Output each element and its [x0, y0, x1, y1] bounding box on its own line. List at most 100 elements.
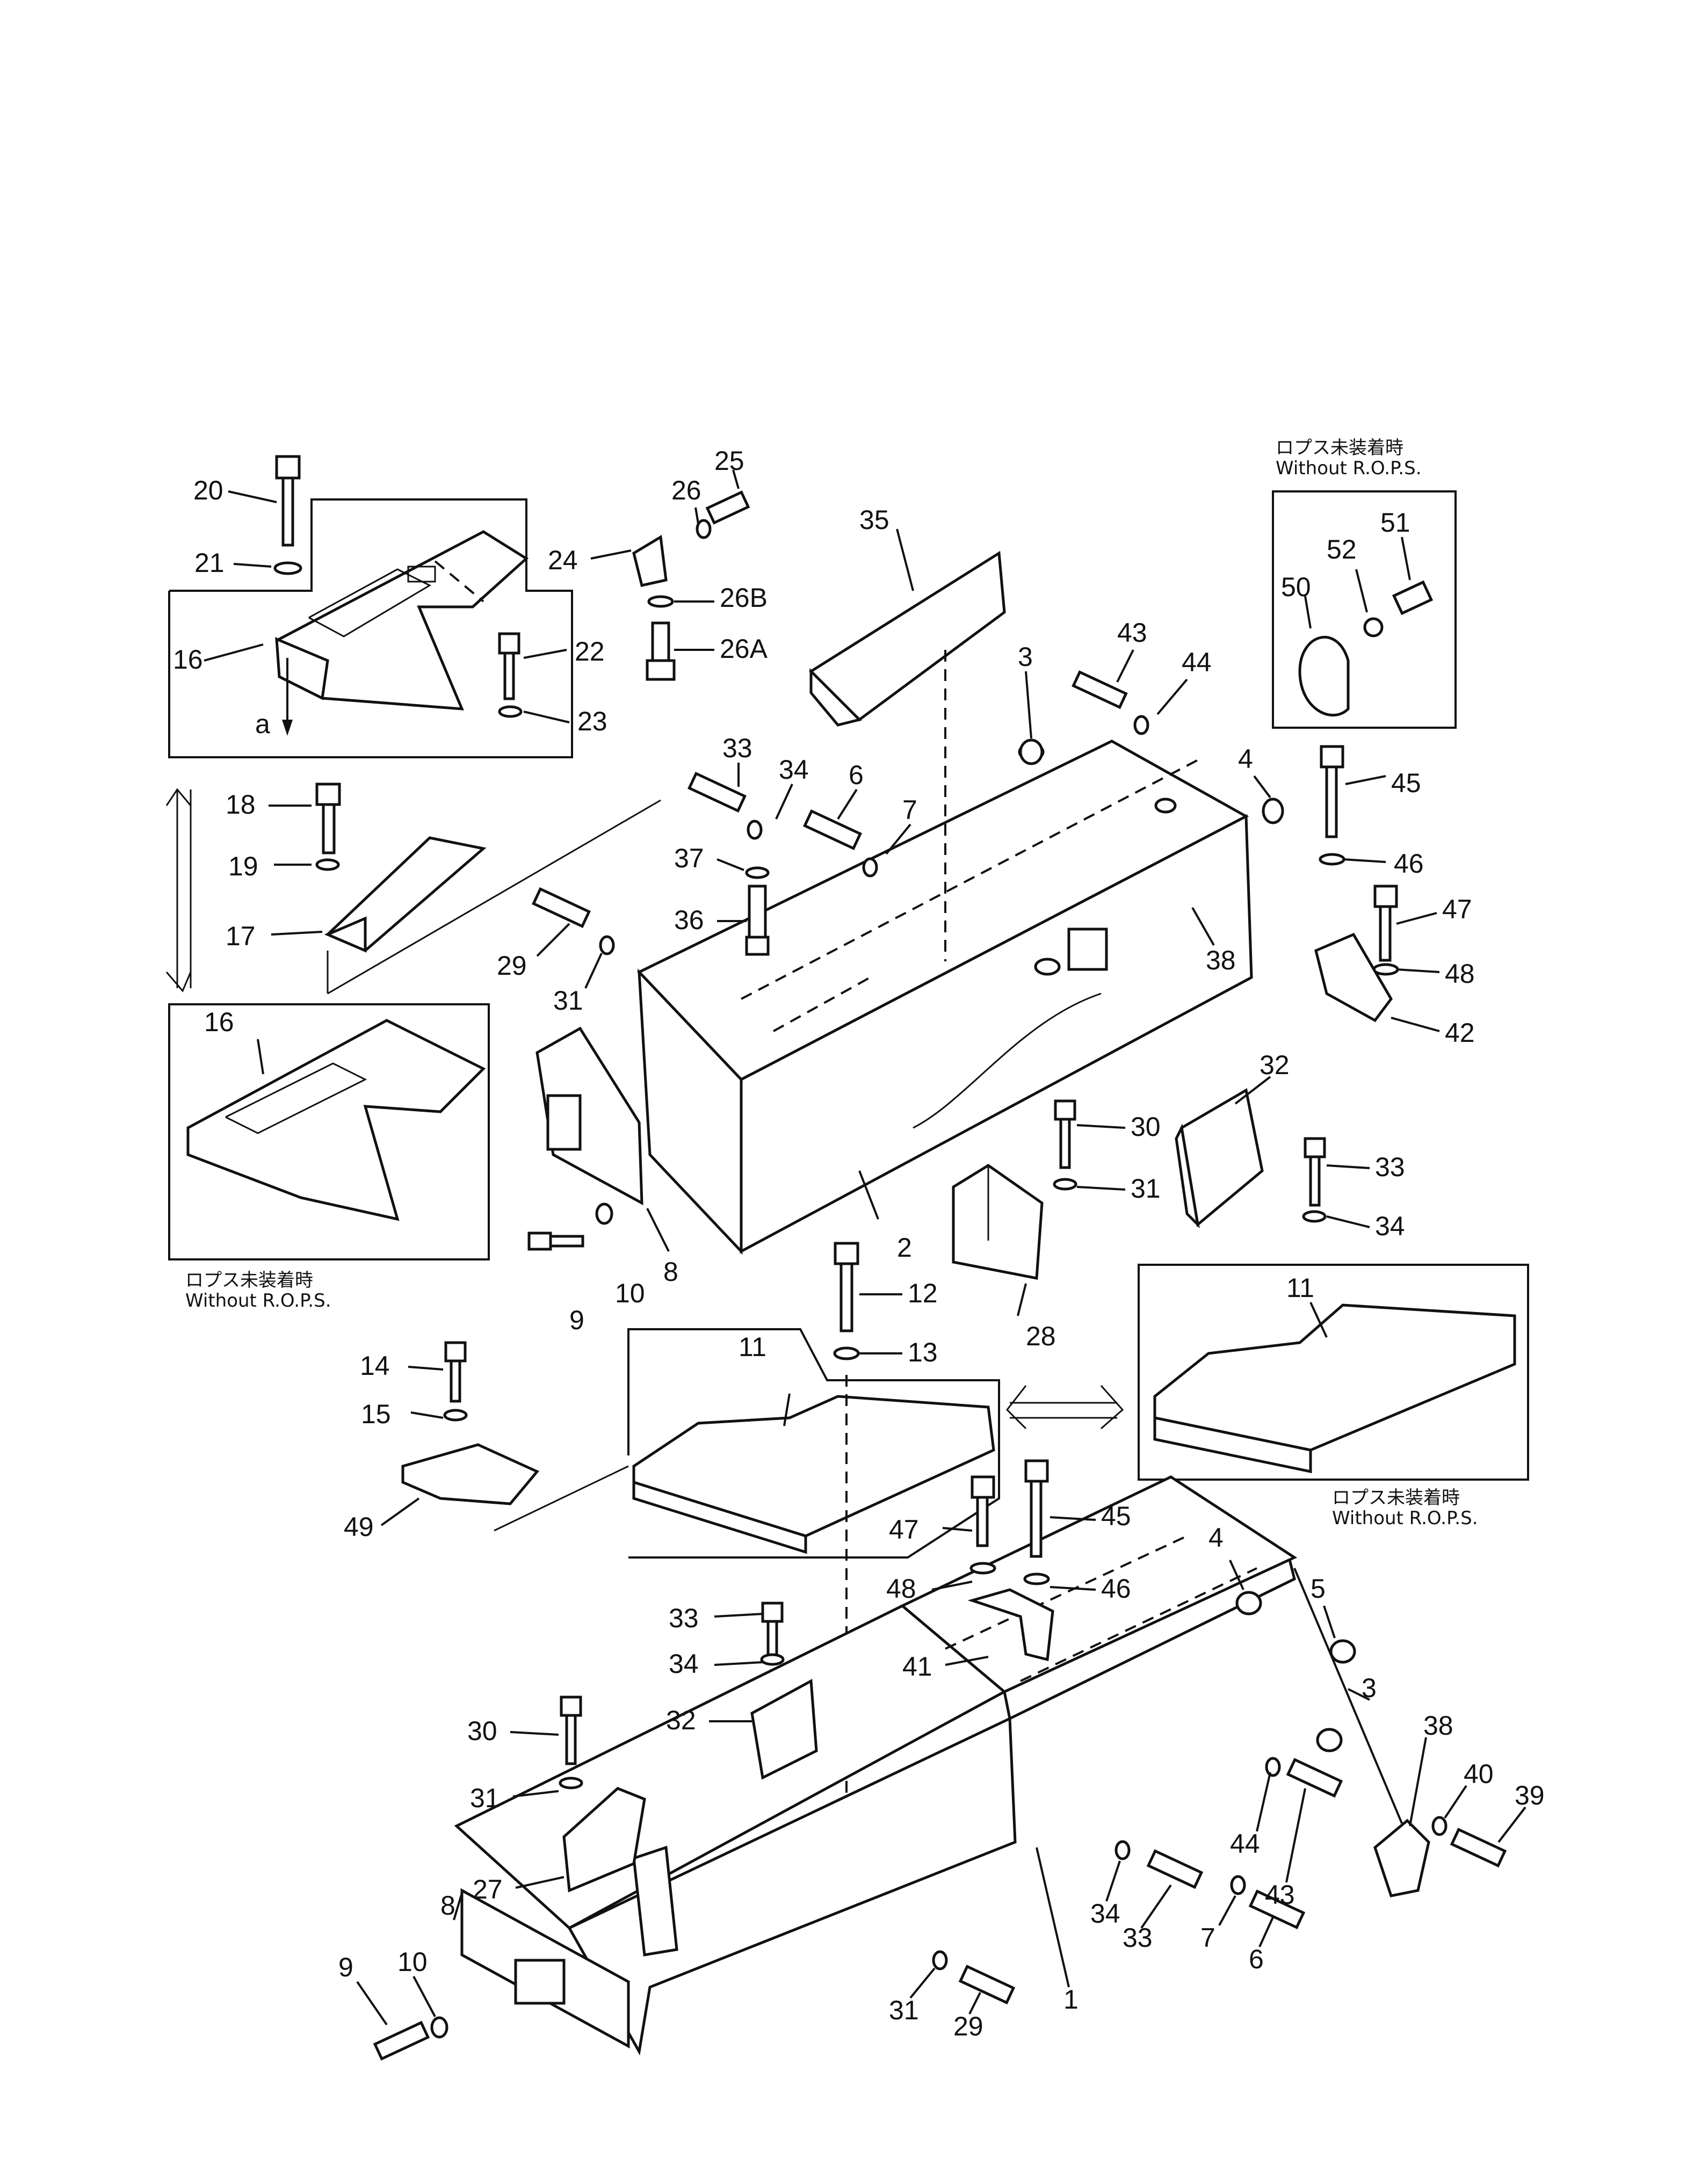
front-cover-8-upper: [527, 1026, 643, 1251]
inset-floor-plate-no-rops: [168, 1003, 490, 1260]
inset-floor-plate-top: [168, 498, 573, 758]
label-11: 11: [739, 1332, 766, 1362]
label-51: 51: [1380, 508, 1410, 538]
label-4-b: 4: [1208, 1523, 1224, 1553]
bolts-45-47-lower: [969, 1459, 1050, 1585]
label-43: 43: [1117, 618, 1147, 648]
label-10-b: 10: [397, 1947, 428, 1977]
bolt-20: [273, 455, 302, 575]
label-43-b: 43: [1265, 1880, 1295, 1910]
leader-lines: [204, 469, 1526, 2026]
label-16-inset: 16: [204, 1007, 234, 1037]
label-33-c: 33: [669, 1603, 699, 1633]
label-31-c: 31: [470, 1783, 500, 1813]
bracket-42-group: [1314, 745, 1399, 1023]
lower-bolts-group: [932, 1840, 1306, 2005]
label-10: 10: [615, 1278, 645, 1308]
label-33-d: 33: [1123, 1923, 1153, 1953]
label-32-b: 32: [666, 1705, 696, 1735]
label-46-b: 46: [1101, 1574, 1131, 1604]
label-39: 39: [1515, 1780, 1545, 1810]
label-26: 26: [671, 475, 701, 505]
label-31-d: 31: [889, 1995, 919, 2025]
label-8: 8: [663, 1257, 678, 1287]
label-38-b: 38: [1423, 1711, 1453, 1741]
label-22: 22: [575, 636, 605, 666]
label-26B: 26B: [720, 583, 768, 613]
label-7-b: 7: [1200, 1923, 1215, 1953]
bracket-32-lower: [750, 1602, 818, 1780]
bolt-22: [498, 632, 523, 718]
alternative-double-arrow-left: [165, 788, 192, 992]
cover-17-group: [315, 782, 487, 953]
label-47-b: 47: [889, 1515, 919, 1545]
label-15: 15: [361, 1399, 391, 1429]
label-21: 21: [194, 548, 225, 578]
label-13: 13: [908, 1337, 938, 1367]
shelf-35: [809, 550, 1006, 961]
label-30-b: 30: [467, 1716, 497, 1746]
label-17: 17: [226, 921, 256, 951]
label-9: 9: [569, 1305, 584, 1335]
label-18: 18: [226, 789, 256, 820]
label-27: 27: [473, 1874, 503, 1904]
label-35: 35: [859, 505, 889, 535]
view-label-a: a: [255, 709, 270, 739]
label-14: 14: [360, 1351, 390, 1381]
bolts-upper-right: [1053, 1099, 1327, 1223]
bracket-41: [967, 1588, 1054, 1662]
inset-note-en-1: Without R.O.P.S.: [185, 1290, 331, 1312]
label-1: 1: [1063, 1984, 1079, 2015]
inset-handle-50: [1272, 490, 1457, 729]
label-11-inset: 11: [1286, 1273, 1314, 1303]
label-41: 41: [902, 1651, 932, 1682]
label-34-c: 34: [669, 1649, 699, 1679]
label-16: 16: [173, 644, 203, 675]
label-44: 44: [1182, 647, 1212, 677]
bolts-43-44-upper: [1019, 670, 1284, 824]
label-30: 30: [1131, 1112, 1161, 1142]
inset-note-jp-3: ロプス未装着時: [1332, 1487, 1460, 1509]
label-34: 34: [779, 755, 809, 785]
label-38: 38: [1206, 945, 1236, 975]
label-4: 4: [1238, 744, 1253, 774]
inset-note-en-3: Without R.O.P.S.: [1332, 1508, 1478, 1529]
label-40: 40: [1464, 1759, 1494, 1789]
label-2: 2: [897, 1233, 912, 1263]
label-34-b: 34: [1375, 1211, 1405, 1241]
label-36: 36: [674, 905, 704, 935]
label-32: 32: [1260, 1050, 1290, 1080]
label-29-b: 29: [953, 2011, 983, 2041]
label-31: 31: [553, 986, 583, 1016]
label-24: 24: [548, 545, 578, 575]
label-45-b: 45: [1101, 1501, 1131, 1531]
inset-note-jp-1: ロプス未装着時: [185, 1270, 313, 1291]
bolt-12: [833, 1242, 860, 1864]
bracket-32-upper: [1175, 1088, 1264, 1229]
label-52: 52: [1327, 534, 1357, 564]
label-7: 7: [902, 795, 917, 825]
label-6: 6: [849, 760, 864, 790]
label-33-b: 33: [1375, 1152, 1405, 1182]
bracket-27: [559, 1695, 646, 1893]
label-42: 42: [1445, 1018, 1475, 1048]
cover-17-guide-line: [327, 799, 661, 995]
label-3-b: 3: [1362, 1673, 1377, 1703]
label-48-b: 48: [886, 1574, 916, 1604]
label-48: 48: [1445, 959, 1475, 989]
plate-49: [401, 1341, 629, 1532]
inset-note-jp-2: ロプス未装着時: [1276, 437, 1403, 459]
inset-floor-plate-11-no-rops: [1138, 1264, 1529, 1481]
label-29: 29: [497, 951, 527, 981]
main-frame-upper: [636, 740, 1253, 1255]
bolts-upper-left-group: [532, 771, 878, 956]
bracket-24-group: [632, 490, 750, 681]
label-8-b: 8: [440, 1890, 455, 1921]
label-26A: 26A: [720, 634, 768, 664]
label-19: 19: [228, 851, 258, 881]
front-cover-8-lower: [373, 1888, 630, 2061]
label-33: 33: [722, 733, 752, 763]
upper-frame-hidden-lines: [741, 756, 1204, 1032]
